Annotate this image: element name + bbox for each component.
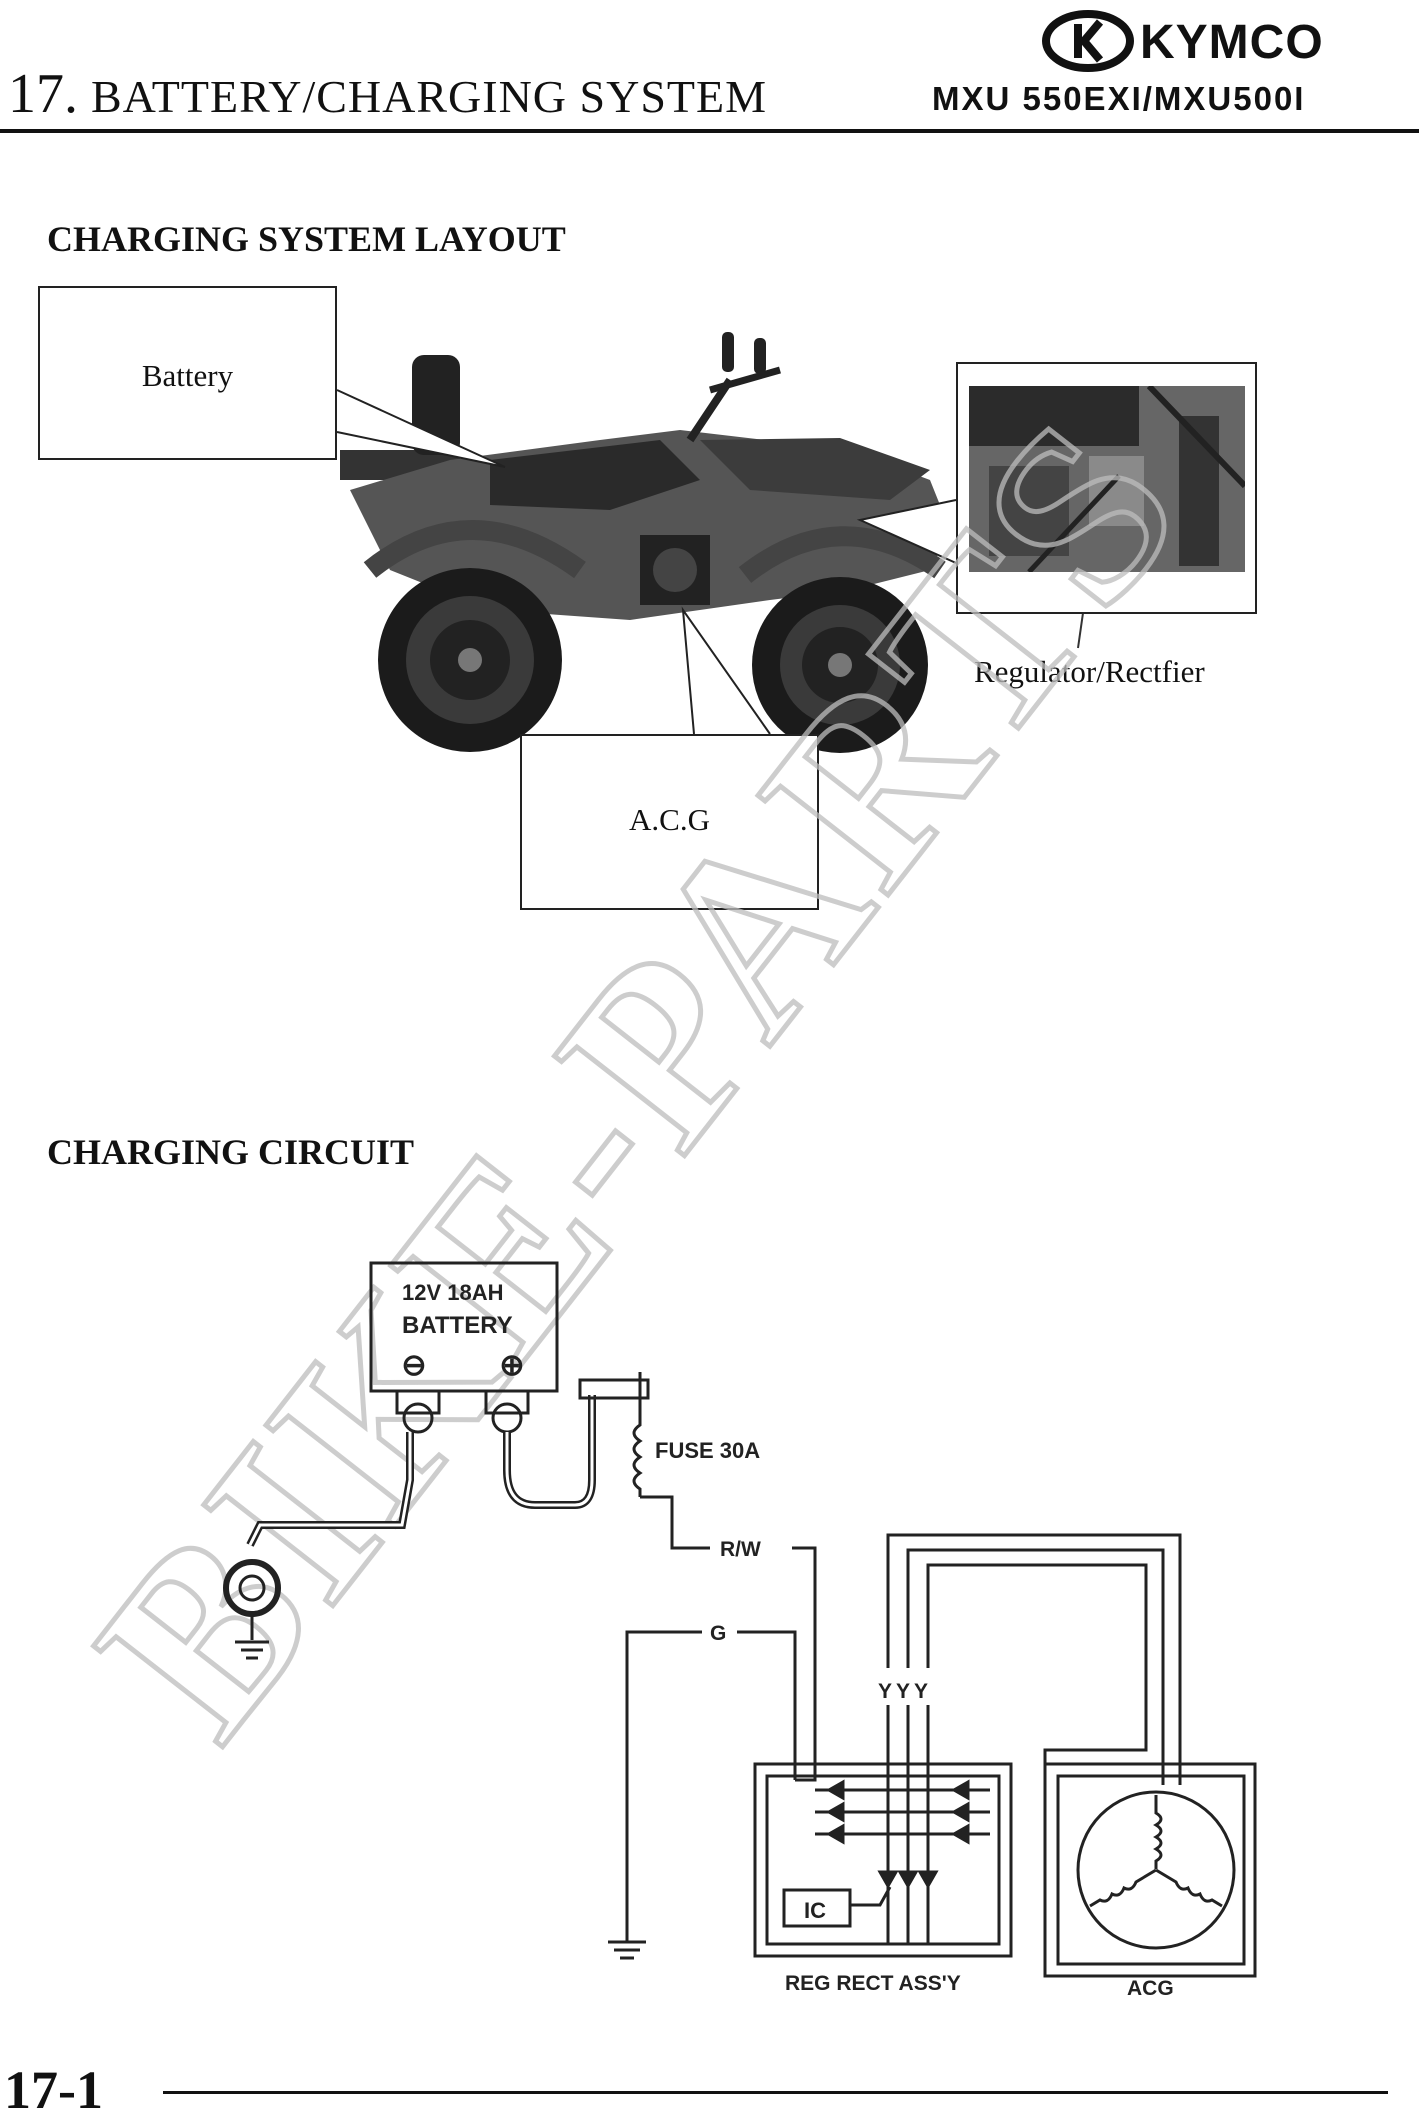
- regulator-photo: [969, 386, 1245, 572]
- acg-callout: A.C.G: [520, 734, 819, 910]
- page-number: 17-1: [4, 2060, 103, 2120]
- brand-name: KYMCO: [1140, 16, 1324, 69]
- header-rule: [0, 129, 1419, 133]
- wire-g-label: G: [710, 1622, 726, 1645]
- ic-label: IC: [804, 1898, 826, 1923]
- reg-rect-label: REG RECT ASS'Y: [785, 1972, 961, 1995]
- battery-callout: Battery: [38, 286, 337, 460]
- fuse-label: FUSE 30A: [655, 1438, 760, 1463]
- ic-box: [782, 1888, 852, 1928]
- atv-illustration: [340, 332, 950, 753]
- battery-positive-symbol: ⊕: [499, 1349, 524, 1382]
- battery-callout-label: Battery: [141, 358, 234, 393]
- wire-rw-label: R/W: [720, 1538, 761, 1561]
- model-name: MXU 550EXI/MXU500I: [932, 80, 1306, 117]
- battery-type-label: BATTERY: [402, 1312, 513, 1339]
- acg-box: [1043, 1762, 1257, 1978]
- circuit-heading: CHARGING CIRCUIT: [47, 1132, 415, 1172]
- acg-label: ACG: [1127, 1977, 1174, 2000]
- acg-callout-label: A.C.G: [629, 802, 710, 837]
- chapter-number: 17.: [8, 63, 78, 125]
- footer-rule: [163, 2091, 1388, 2094]
- charging-circuit-diagram: 12V 18AH BATTERY ⊖ ⊕ FUSE 30A R/W G YYY …: [223, 1261, 1257, 2000]
- regulator-callout-label: Regulator/Rectfier: [974, 654, 1205, 689]
- regulator-photo-frame: [956, 362, 1257, 614]
- battery-spec-label: 12V 18AH: [402, 1280, 504, 1305]
- battery-symbol: [369, 1261, 559, 1393]
- acg-stator: [1076, 1790, 1236, 1950]
- chapter-heading: 17. BATTERY/CHARGING SYSTEM: [8, 66, 767, 125]
- layout-heading: CHARGING SYSTEM LAYOUT: [47, 219, 566, 259]
- kymco-logo: KYMCO: [1042, 10, 1324, 72]
- wire-yyy-label: YYY: [878, 1680, 932, 1703]
- chapter-title: BATTERY/CHARGING SYSTEM: [91, 71, 768, 122]
- reg-rect-box: [753, 1762, 1013, 1958]
- battery-negative-symbol: ⊖: [401, 1349, 426, 1382]
